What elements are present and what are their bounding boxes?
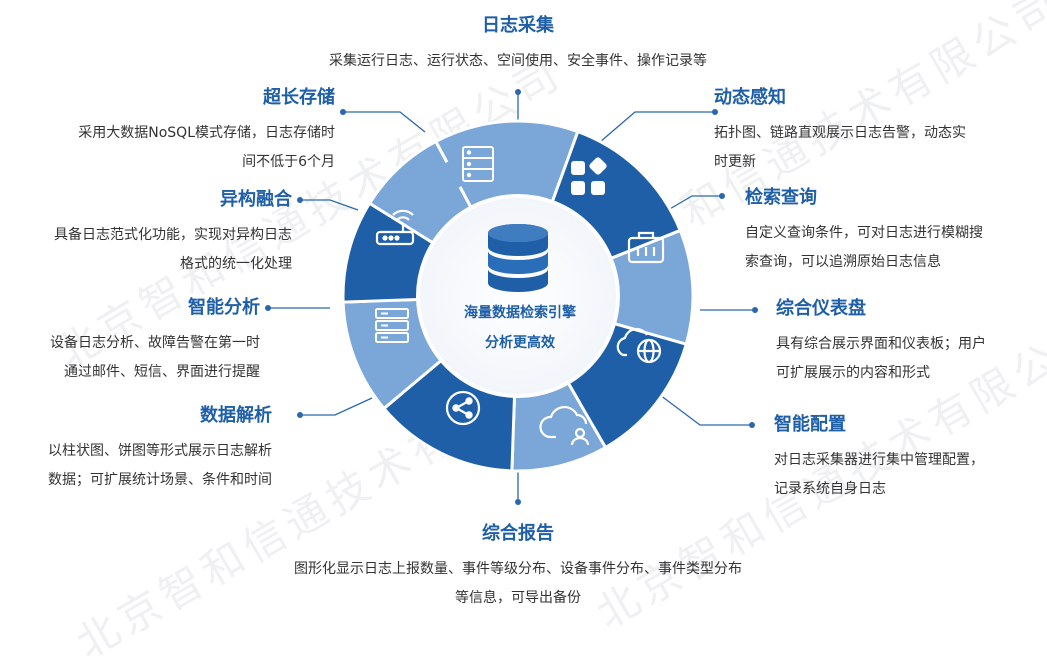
- feature-long-storage: 超长存储 采用大数据NoSQL模式存储，日志存储时 间不低于6个月: [10, 86, 335, 177]
- database-icon: [488, 224, 548, 292]
- feature-desc: 对日志采集器进行集中管理配置， 记录系统自身日志: [774, 452, 984, 497]
- feature-title: 智能配置: [774, 414, 846, 435]
- puzzle-knob: [439, 160, 468, 189]
- feature-title: 检索查询: [745, 187, 817, 208]
- cloud-user-icon: [539, 405, 590, 446]
- feature-data-parsing: 数据解析 以柱状图、饼图等形式展示日志解析 数据；可扩展统计场景、条件和时间: [0, 404, 272, 495]
- feature-title: 综合报告: [482, 523, 554, 544]
- feature-retrieval-query: 检索查询 自定义查询条件，可对日志进行模糊搜 索查询，可以追溯原始日志信息: [745, 186, 1040, 277]
- feature-desc: 以柱状图、饼图等形式展示日志解析 数据；可扩展统计场景、条件和时间: [48, 443, 272, 488]
- center-caption-line2: 分析更高效: [485, 335, 555, 351]
- feature-desc: 具备日志范式化功能，实现对异构日志 格式的统一化处理: [54, 227, 292, 272]
- connector-dots: [265, 89, 758, 505]
- center-caption: 海量数据检索引擎 分析更高效: [440, 298, 600, 358]
- feature-title: 综合仪表盘: [776, 298, 866, 319]
- feature-desc: 采集运行日志、运行状态、空间使用、安全事件、操作记录等: [329, 53, 707, 69]
- server-rack-icon: [462, 146, 494, 182]
- share-icon: [445, 390, 481, 426]
- feature-title: 日志采集: [482, 15, 554, 36]
- feature-desc: 图形化显示日志上报数量、事件等级分布、设备事件分布、事件类型分布 等信息，可导出…: [294, 561, 742, 606]
- feature-report: 综合报告 图形化显示日志上报数量、事件等级分布、设备事件分布、事件类型分布 等信…: [230, 522, 806, 613]
- feature-title: 异构融合: [220, 189, 292, 210]
- connector-lines: [268, 92, 755, 502]
- globe-cloud-icon: [616, 327, 662, 364]
- feature-title: 动态感知: [714, 87, 786, 108]
- storage-servers-icon: [375, 308, 409, 343]
- feature-title: 智能分析: [188, 297, 260, 318]
- center-caption-line1: 海量数据检索引擎: [464, 305, 576, 321]
- feature-desc: 拓扑图、链路直观展示日志告警，动态实 时更新: [714, 125, 966, 170]
- feature-heterogeneous-fusion: 异构融合 具备日志范式化功能，实现对异构日志 格式的统一化处理: [0, 188, 292, 279]
- briefcase-icon: [627, 231, 665, 264]
- ring-diagram: [265, 89, 758, 505]
- feature-desc: 自定义查询条件，可对日志进行模糊搜 索查询，可以追溯原始日志信息: [745, 225, 983, 270]
- apps-grid-icon: [571, 157, 607, 195]
- feature-desc: 具有综合展示界面和仪表板；用户 可扩展展示的内容和形式: [776, 336, 986, 381]
- feature-smart-config: 智能配置 对日志采集器进行集中管理配置， 记录系统自身日志: [774, 413, 1039, 504]
- feature-dashboard: 综合仪表盘 具有综合展示界面和仪表板；用户 可扩展展示的内容和形式: [776, 297, 1041, 388]
- router-wifi-icon: [375, 209, 415, 246]
- feature-title: 数据解析: [200, 405, 272, 426]
- feature-dynamic-awareness: 动态感知 拓扑图、链路直观展示日志告警，动态实 时更新: [714, 86, 1034, 177]
- feature-desc: 设备日志分析、故障告警在第一时 通过邮件、短信、界面进行提醒: [50, 335, 260, 380]
- feature-title: 超长存储: [263, 87, 335, 108]
- feature-desc: 采用大数据NoSQL模式存储，日志存储时 间不低于6个月: [78, 125, 335, 170]
- feature-log-collection: 日志采集 采集运行日志、运行状态、空间使用、安全事件、操作记录等: [270, 14, 766, 76]
- center-core: [416, 194, 620, 398]
- feature-smart-analysis: 智能分析 设备日志分析、故障告警在第一时 通过邮件、短信、界面进行提醒: [0, 296, 260, 387]
